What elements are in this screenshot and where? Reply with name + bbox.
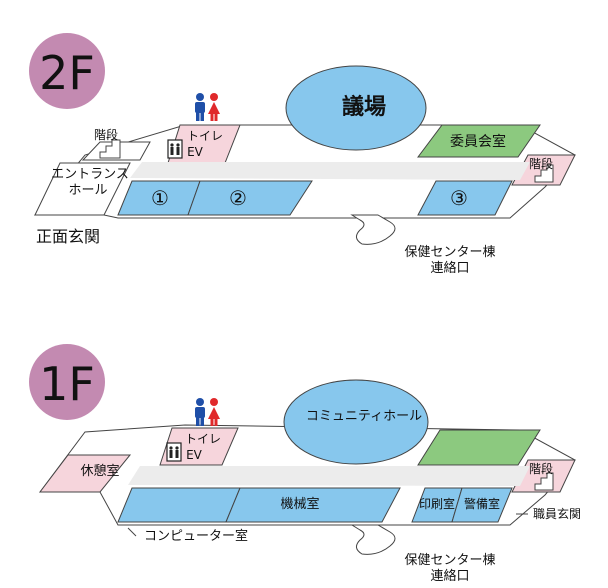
elevator-icon-2f — [167, 139, 183, 159]
community-hall[interactable] — [283, 379, 429, 465]
health-center-label-1-1f: 保健センター棟 — [404, 553, 495, 568]
entrance-hall[interactable] — [34, 162, 131, 216]
floor-2f: 2F 議場 委員会室 階段 階段 トイレ — [29, 33, 576, 276]
lounge[interactable] — [38, 454, 132, 493]
computer-room-label: コンピューター室 — [144, 528, 248, 544]
floor-1f: 1F コミュニティホール 階段 トイレ EV 休憩室 機械室 印刷室 — [29, 344, 581, 584]
connector-2f — [350, 214, 396, 245]
community-hall-label: コミュニティホール — [306, 409, 422, 424]
toilet-label-1f: トイレ — [185, 432, 221, 446]
machine-room-label: 機械室 — [280, 496, 319, 512]
floor-2f-badge — [29, 33, 105, 109]
computer-room-leader — [127, 527, 137, 537]
entrance-hall-label-1: エントランス — [51, 167, 129, 182]
floor-1f-label: 1F — [39, 357, 95, 411]
stairs-right-label-2f: 階段 — [529, 156, 553, 171]
health-center-label-2-1f: 連絡口 — [430, 568, 469, 584]
assembly-hall[interactable] — [285, 65, 427, 151]
guard-room[interactable] — [451, 487, 513, 523]
print-room-label: 印刷室 — [419, 496, 455, 511]
stairs-left-label: 階段 — [94, 127, 118, 142]
lounge-label: 休憩室 — [80, 463, 119, 479]
entrance-hall-label-2: ホール — [68, 183, 107, 198]
health-center-label-1-2f: 保健センター棟 — [404, 245, 495, 260]
female-restroom-icon-1f — [208, 398, 220, 426]
stairs-right-icon-2f — [534, 164, 554, 183]
stairs-right-icon-1f — [534, 472, 554, 491]
room-3-2f[interactable] — [417, 180, 513, 216]
stairs-right-label-1f: 階段 — [529, 461, 553, 476]
corridor-1f — [128, 466, 530, 486]
committee-room-label: 委員会室 — [450, 133, 506, 150]
female-restroom-icon-2f — [208, 93, 220, 121]
connector-1f — [350, 524, 396, 555]
room-2-2f[interactable] — [187, 180, 313, 216]
room-1-label: ① — [151, 186, 169, 210]
elevator-icon-1f — [166, 442, 182, 462]
floor-1f-badge — [29, 344, 105, 420]
male-restroom-icon-1f — [195, 398, 205, 426]
elevator-label-2f: EV — [187, 145, 204, 159]
staff-entrance-label: 職員玄関 — [533, 506, 581, 521]
assembly-hall-label: 議場 — [342, 94, 386, 120]
front-entrance-label: 正面玄関 — [36, 227, 100, 246]
toilet-label-2f: トイレ — [187, 129, 223, 143]
green-room-1f[interactable] — [417, 429, 541, 466]
guard-room-label: 警備室 — [464, 496, 500, 511]
male-restroom-icon-2f — [195, 93, 205, 121]
floor-2f-label: 2F — [39, 46, 95, 100]
health-center-label-2-2f: 連絡口 — [430, 260, 469, 276]
committee-room[interactable] — [417, 124, 541, 158]
room-2-label: ② — [229, 186, 247, 210]
elevator-label-1f: EV — [186, 448, 203, 462]
corridor-2f — [130, 162, 530, 180]
stairs-left-icon — [99, 139, 121, 159]
room-3-label: ③ — [450, 186, 468, 210]
computer-room[interactable] — [117, 487, 241, 523]
machine-room[interactable] — [225, 487, 401, 523]
